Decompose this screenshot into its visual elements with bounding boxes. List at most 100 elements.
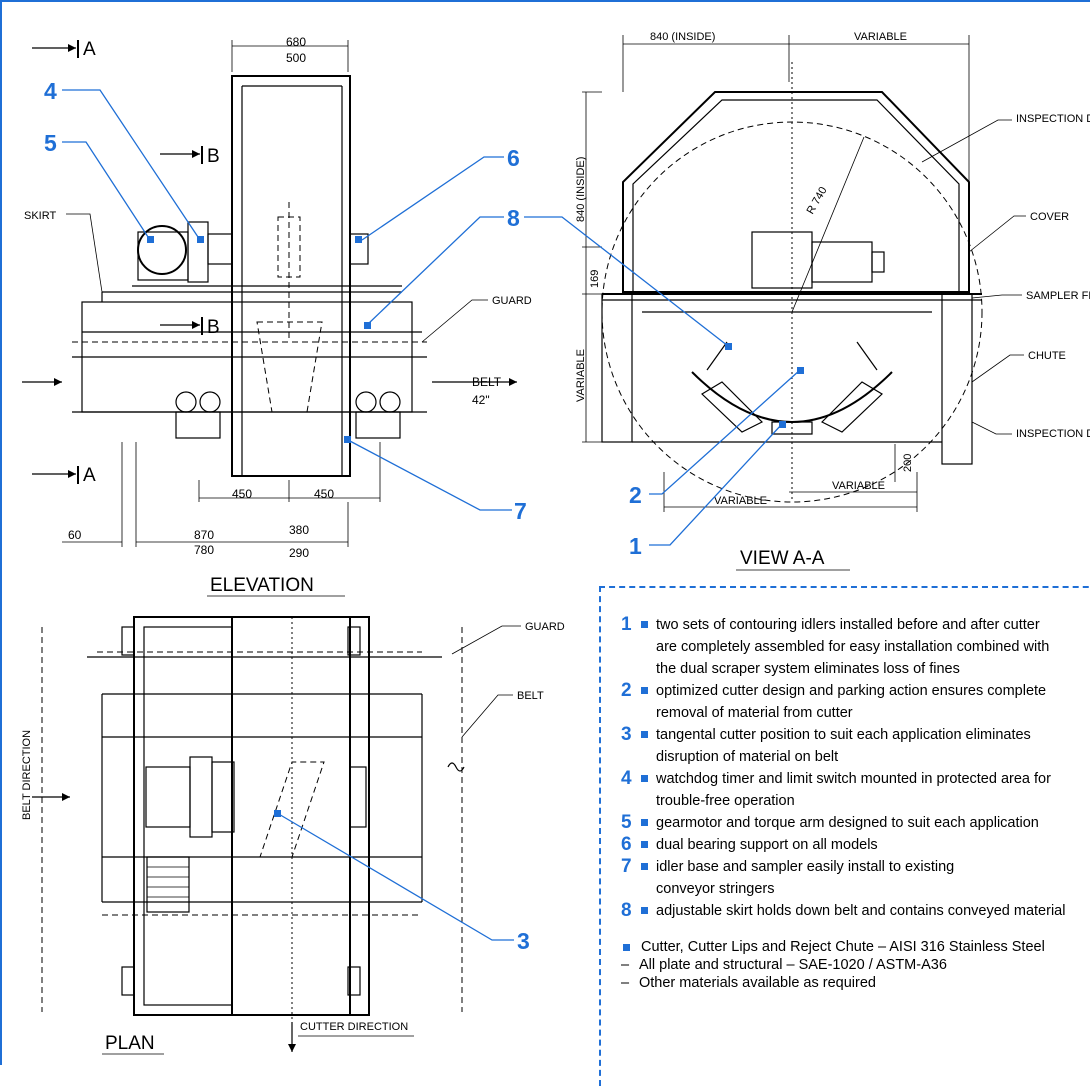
bullet-square-icon — [641, 731, 648, 738]
feature-text: trouble-free operation — [656, 793, 795, 809]
feature-number: 7 — [621, 856, 632, 877]
dim-450-left: 450 — [232, 487, 252, 501]
feature-text: the dual scraper system eliminates loss … — [656, 661, 960, 677]
belt-label-plan: BELT — [517, 690, 544, 702]
feature-number: 5 — [621, 812, 632, 833]
section-b-top: B — [207, 146, 220, 167]
feature-number: 4 — [621, 768, 632, 789]
bullet-dash: – — [621, 975, 630, 991]
dim-870: 870 — [194, 528, 214, 542]
elevation-title: ELEVATION — [210, 575, 314, 596]
dim-780: 780 — [194, 543, 214, 557]
material-text: Cutter, Cutter Lips and Reject Chute – A… — [641, 939, 1045, 955]
dim-variable-right: VARIABLE — [832, 480, 885, 492]
skirt-label: SKIRT — [24, 210, 56, 222]
technical-drawing: A A B B 680 500 — [21, 31, 1090, 1055]
view-aa-title: VIEW A-A — [740, 548, 825, 569]
guard-label-elev: GUARD — [492, 295, 532, 307]
sampler-frame-label: SAMPLER FRAME — [1026, 290, 1090, 302]
elevation-view: A A B B 680 500 — [22, 35, 532, 597]
belt-label-elev: BELT — [472, 375, 502, 389]
view-aa: 840 (INSIDE) VARIABLE R 740 840 ( — [575, 31, 1090, 571]
dim-60: 60 — [68, 528, 82, 542]
dim-variable-left: VARIABLE — [575, 349, 587, 402]
bullet-square-icon — [641, 841, 648, 848]
bullet-square-icon — [641, 775, 648, 782]
callout-4: 4 — [44, 78, 57, 104]
feature-number: 3 — [621, 724, 632, 745]
callout-6: 6 — [507, 145, 520, 171]
bullet-square-icon — [641, 863, 648, 870]
bullet-dash: – — [621, 957, 630, 973]
feature-text: dual bearing support on all models — [656, 837, 878, 853]
feature-item-8-line-1: 8 adjustable skirt holds down belt and co… — [621, 900, 1090, 922]
feature-text: two sets of contouring idlers installed … — [656, 617, 1040, 633]
material-item: –Other materials available as required — [621, 974, 1090, 992]
bullet-square-icon — [641, 907, 648, 914]
inspection-door-lower-label: INSPECTION DOOR — [1016, 428, 1090, 440]
feature-number: 2 — [621, 680, 632, 701]
bullet-square-icon — [641, 621, 648, 628]
callout-3: 3 — [517, 928, 530, 954]
bullet-square-icon — [641, 687, 648, 694]
dim-variable-bottom: VARIABLE — [714, 495, 767, 507]
plan-title: PLAN — [105, 1033, 155, 1054]
guard-label-plan: GUARD — [525, 621, 565, 633]
callout-8: 8 — [507, 205, 520, 231]
feature-text: gearmotor and torque arm designed to sui… — [656, 815, 1039, 831]
dim-380: 380 — [289, 523, 309, 537]
feature-text: adjustable skirt holds down belt and con… — [656, 903, 1066, 919]
feature-item-2-line-2: removal of material from cutter — [621, 702, 1090, 724]
feature-item-6-line-1: 6 dual bearing support on all models — [621, 834, 1090, 856]
feature-item-5-line-1: 5 gearmotor and torque arm designed to su… — [621, 812, 1090, 834]
cutter-direction-label: CUTTER DIRECTION — [300, 1021, 408, 1033]
feature-item-4-line-1: 4 watchdog timer and limit switch mounted… — [621, 768, 1090, 790]
inspection-door-upper-label: INSPECTION DOOR — [1016, 113, 1090, 125]
feature-text: are completely assembled for easy instal… — [656, 639, 1050, 655]
feature-text: tangental cutter position to suit each a… — [656, 727, 1031, 743]
dim-450-right: 450 — [314, 487, 334, 501]
feature-text: disruption of material on belt — [656, 749, 839, 765]
dim-290: 290 — [289, 546, 309, 560]
bullet-square-icon — [641, 819, 648, 826]
dim-840-inside-width: 840 (INSIDE) — [650, 31, 715, 43]
callout-2: 2 — [629, 482, 642, 508]
feature-item-2-line-1: 2 optimized cutter design and parking act… — [621, 680, 1090, 702]
feature-text: removal of material from cutter — [656, 705, 853, 721]
dim-680: 680 — [286, 35, 306, 49]
callout-7: 7 — [514, 498, 527, 524]
feature-item-1-line-3: the dual scraper system eliminates loss … — [621, 658, 1090, 680]
radius-label: R 740 — [805, 185, 830, 216]
dim-500: 500 — [286, 51, 306, 65]
feature-text: idler base and sampler easily install to… — [656, 859, 955, 875]
section-a-top: A — [83, 39, 96, 60]
dim-variable-top: VARIABLE — [854, 31, 907, 43]
feature-item-3-line-2: disruption of material on belt — [621, 746, 1090, 768]
feature-number: 8 — [621, 900, 632, 921]
callouts: 4 5 6 8 7 2 1 3 — [44, 78, 804, 954]
material-text: All plate and structural – SAE-1020 / AS… — [639, 957, 947, 973]
dim-840-inside-height: 840 (INSIDE) — [575, 157, 587, 222]
material-item: –All plate and structural – SAE-1020 / A… — [621, 956, 1090, 974]
feature-text: conveyor stringers — [656, 881, 775, 897]
plan-view: BELT DIRECTION CUTTER DIRECTION PLAN GUA… — [21, 616, 565, 1055]
material-item: Cutter, Cutter Lips and Reject Chute – A… — [621, 938, 1090, 956]
feature-number: 6 — [621, 834, 632, 855]
chute-label: CHUTE — [1028, 350, 1066, 362]
callout-1: 1 — [629, 533, 642, 559]
materials-list: Cutter, Cutter Lips and Reject Chute – A… — [621, 938, 1090, 992]
feature-item-1-line-2: are completely assembled for easy instal… — [621, 636, 1090, 658]
callout-5: 5 — [44, 130, 57, 156]
feature-item-4-line-2: trouble-free operation — [621, 790, 1090, 812]
feature-item-7-line-1: 7 idler base and sampler easily install t… — [621, 856, 1090, 878]
bullet-square-icon — [623, 944, 630, 951]
material-text: Other materials available as required — [639, 975, 876, 991]
feature-text: watchdog timer and limit switch mounted … — [656, 771, 1051, 787]
feature-text: optimized cutter design and parking acti… — [656, 683, 1047, 699]
cover-label: COVER — [1030, 211, 1069, 223]
belt-width-label: 42" — [472, 393, 490, 407]
section-a-bottom: A — [83, 465, 96, 486]
